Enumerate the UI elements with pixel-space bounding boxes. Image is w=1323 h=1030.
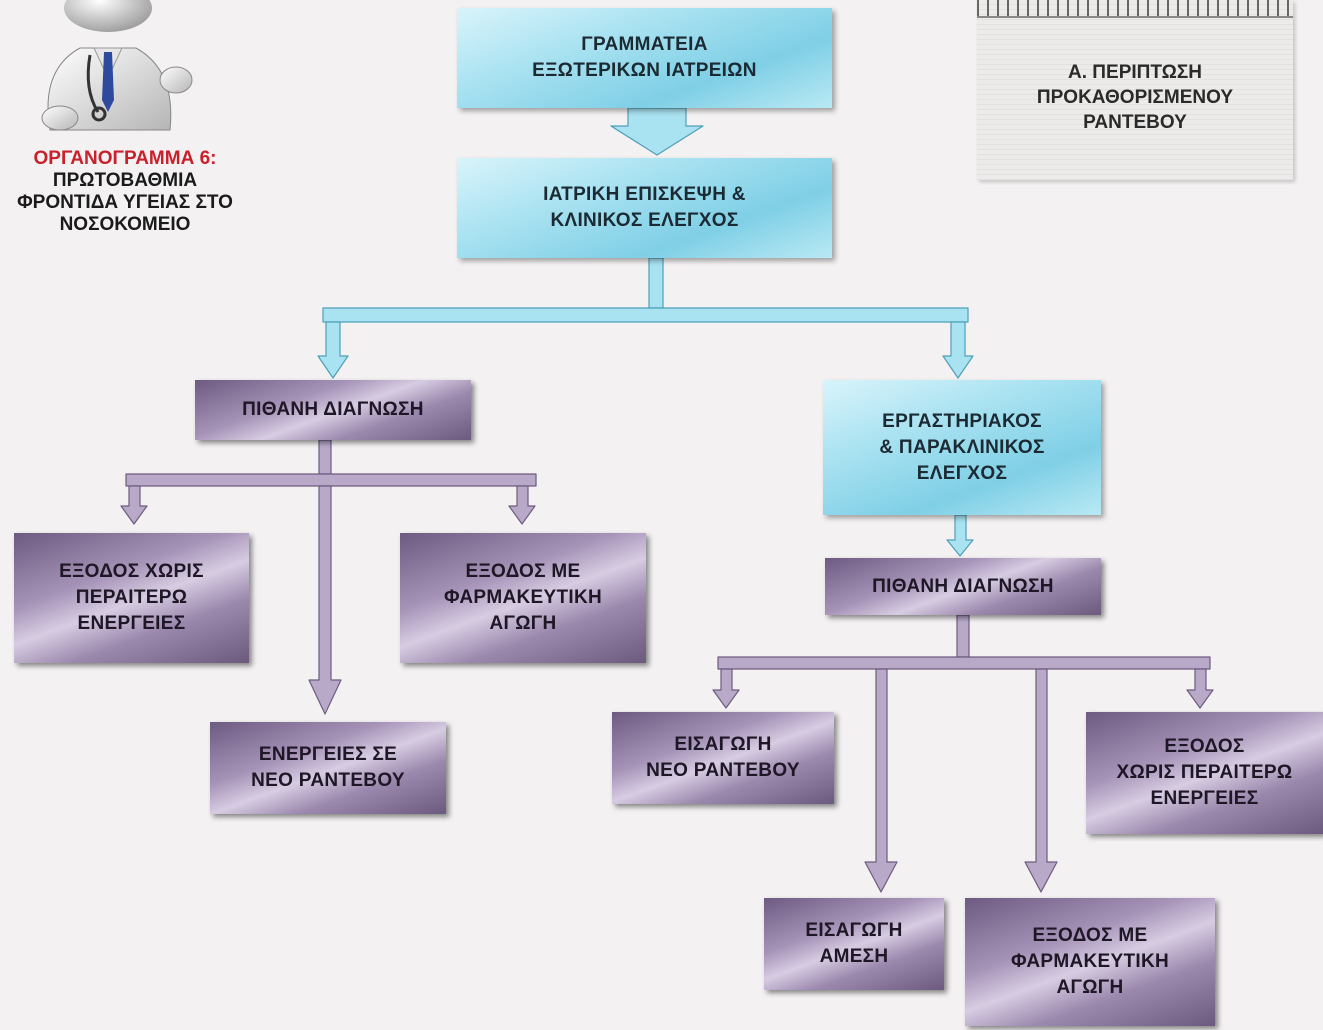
connector-diagnosis-left-stem xyxy=(318,439,332,475)
connector-visit-trunk xyxy=(648,257,664,309)
case-note: Α. ΠΕΡΙΠΤΩΣΗ ΠΡΟΚΑΘΟΡΙΣΜΕΝΟΥ ΡΑΝΤΕΒΟΥ xyxy=(977,0,1293,180)
node-exit-medication-right: ΕΞΟΔΟΣ ΜΕ ΦΑΡΜΑΚΕΥΤΙΚΗ ΑΓΩΓΗ xyxy=(965,898,1215,1026)
notepad-icon xyxy=(977,0,1293,18)
arrow-secretariat-to-visit xyxy=(610,107,704,156)
node-exit-no-action-right: ΕΞΟΔΟΣ ΧΩΡΙΣ ΠΕΡΑΙΤΕΡΩ ΕΝΕΡΓΕΙΕΣ xyxy=(1086,712,1323,834)
node-new-appointment-actions: ΕΝΕΡΓΕΙΕΣ ΣΕ ΝΕΟ ΡΑΝΤΕΒΟΥ xyxy=(210,722,446,814)
connector-diagnosis-right-stem xyxy=(956,614,970,658)
connector-diagnosis-left-bar xyxy=(125,473,537,487)
connectors-blue xyxy=(317,107,974,557)
arrow-to-admission-new-appointment xyxy=(712,668,740,709)
arrow-to-new-appointment-actions xyxy=(308,485,342,715)
arrow-to-exit-no-action-right xyxy=(1186,668,1214,709)
node-lab-test: ΕΡΓΑΣΤΗΡΙΑΚΟΣ & ΠΑΡΑΚΛΙΝΙΚΟΣ ΕΛΕΓΧΟΣ xyxy=(823,380,1101,515)
node-medical-visit: ΙΑΤΡΙΚΗ ΕΠΙΣΚΕΨΗ & ΚΛΙΝΙΚΟΣ ΕΛΕΓΧΟΣ xyxy=(457,158,832,258)
node-exit-medication: ΕΞΟΔΟΣ ΜΕ ΦΑΡΜΑΚΕΥΤΙΚΗ ΑΓΩΓΗ xyxy=(400,533,646,663)
arrow-to-lab xyxy=(942,321,974,379)
node-admission-immediate: ΕΙΣΑΓΩΓΗ ΑΜΕΣΗ xyxy=(764,898,944,990)
connectors-purple xyxy=(120,439,1214,893)
node-diagnosis-left: ΠΙΘΑΝΗ ΔΙΑΓΝΩΣΗ xyxy=(195,380,471,440)
arrow-to-exit-medication-right xyxy=(1024,668,1058,893)
arrow-to-exit-no-action xyxy=(120,485,148,525)
connector-diagnosis-right-bar xyxy=(717,656,1211,670)
doctor-figure-icon xyxy=(41,0,193,131)
arrow-to-exit-medication xyxy=(508,485,536,525)
node-diagnosis-right: ΠΙΘΑΝΗ ΔΙΑΓΝΩΣΗ xyxy=(825,558,1101,615)
case-note-text: Α. ΠΕΡΙΠΤΩΣΗ ΠΡΟΚΑΘΟΡΙΣΜΕΝΟΥ ΡΑΝΤΕΒΟΥ xyxy=(1036,62,1234,133)
chart-title-text: ΠΡΩΤΟΒΑΘΜΙΑ ΦΡΟΝΤΙΔΑ ΥΓΕΙΑΣ ΣΤΟ ΝΟΣΟΚΟΜΕ… xyxy=(17,170,233,235)
connector-visit-bar xyxy=(322,307,969,323)
arrow-lab-to-diagnosis xyxy=(946,514,974,557)
arrow-to-diagnosis-left xyxy=(317,321,349,379)
node-admission-new-appointment: ΕΙΣΑΓΩΓΗ ΝΕΟ ΡΑΝΤΕΒΟΥ xyxy=(612,712,834,804)
chart-title: ΟΡΓΑΝΟΓΡΑΜΜΑ 6: ΠΡΩΤΟΒΑΘΜΙΑ ΦΡΟΝΤΙΔΑ ΥΓΕ… xyxy=(0,148,260,236)
arrow-to-admission-immediate xyxy=(864,668,898,893)
node-exit-no-action: ΕΞΟΔΟΣ ΧΩΡΙΣ ΠΕΡΑΙΤΕΡΩ ΕΝΕΡΓΕΙΕΣ xyxy=(14,533,249,663)
node-secretariat: ΓΡΑΜΜΑΤΕΙΑ ΕΞΩΤΕΡΙΚΩΝ ΙΑΤΡΕΙΩΝ xyxy=(457,8,832,108)
chart-title-number: ΟΡΓΑΝΟΓΡΑΜΜΑ 6: xyxy=(33,148,217,169)
